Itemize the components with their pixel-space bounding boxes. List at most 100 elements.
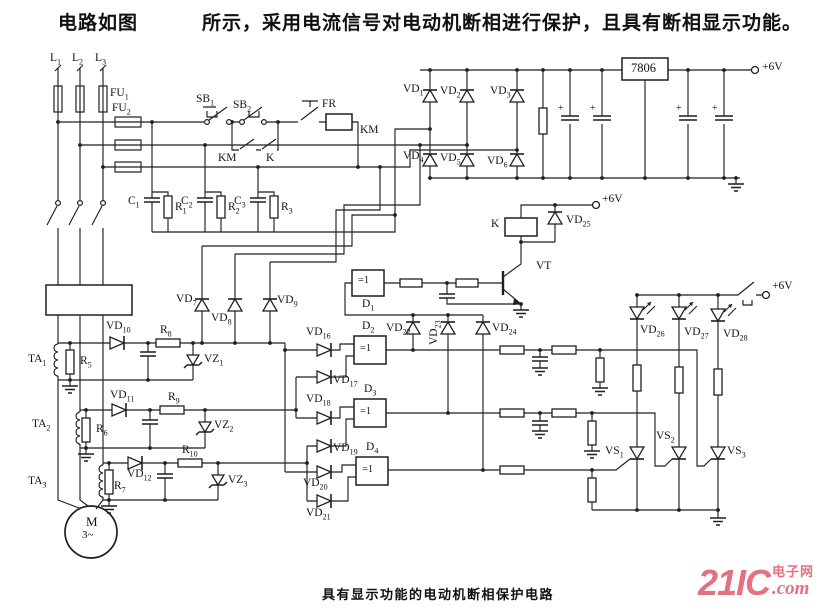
label-vd4: VD4 — [403, 150, 424, 165]
resistor — [587, 477, 597, 503]
resistor — [399, 278, 423, 288]
diode-icon — [439, 320, 457, 335]
fuse — [53, 85, 63, 113]
label-r5: R5 — [80, 355, 92, 370]
led-arrowhead — [647, 302, 651, 306]
label-g4: =1 — [362, 464, 374, 475]
junction-dot — [722, 68, 726, 72]
led-arrowhead — [689, 302, 693, 306]
junction-dot — [519, 302, 523, 306]
diode-icon — [316, 439, 333, 453]
junction-dot — [233, 341, 237, 345]
resistor — [65, 349, 75, 375]
label-km-coil: KM — [360, 124, 379, 136]
capacitor — [144, 197, 160, 203]
label-r10: R10 — [182, 444, 198, 459]
junction-dot — [677, 508, 681, 512]
resistor — [551, 345, 577, 355]
contact-circle — [226, 118, 233, 125]
junction-dot — [148, 446, 152, 450]
label-vd19: VD19 — [333, 442, 358, 457]
fuse — [98, 85, 108, 113]
contact-circle — [99, 200, 106, 207]
label-vd17: VD17 — [333, 374, 358, 389]
description-text: 电路如图 所示，采用电流信号对电动机断相进行保护，且具有断相显示功能。 — [58, 8, 802, 35]
label-g2: =1 — [360, 343, 372, 354]
capacitor — [532, 420, 548, 426]
junction-dot — [191, 341, 195, 345]
zener-icon — [210, 474, 226, 487]
capacitor — [561, 115, 579, 121]
junction-dot — [294, 408, 298, 412]
led-icon — [628, 306, 646, 321]
ground-icon — [710, 517, 726, 526]
watermark-site-name: 电子网 — [771, 564, 814, 579]
zener-icon — [197, 421, 213, 434]
junction-dot — [203, 143, 207, 147]
junction-dot — [56, 120, 60, 124]
junction-dot — [107, 498, 111, 502]
figure-caption: 具有显示功能的电动机断相保护电路 — [322, 587, 555, 602]
junction-dot — [146, 378, 150, 382]
thermal-overload-box — [45, 284, 133, 316]
label-vs3: VS3 — [727, 445, 746, 460]
label-u7806: 7806 — [631, 61, 656, 75]
label-vd10: VD10 — [106, 320, 131, 335]
junction-dot — [600, 176, 604, 180]
junction-dot — [428, 68, 432, 72]
junction-dot — [541, 176, 545, 180]
label-vs1: VS1 — [605, 445, 624, 460]
gate-d1 — [351, 269, 385, 297]
junction-dot — [677, 293, 681, 297]
diode-icon — [421, 88, 439, 103]
label-vd8: VD8 — [211, 312, 232, 327]
capacitor — [142, 419, 158, 425]
capacitor — [715, 115, 733, 121]
label-vd28: VD28 — [723, 328, 748, 343]
junction-dot — [465, 68, 469, 72]
label-sb2: SB2 — [233, 99, 252, 114]
zener-bar — [208, 481, 228, 489]
label-ta2: TA2 — [32, 418, 51, 433]
label-vz1: VZ1 — [204, 353, 224, 368]
resistor — [155, 338, 181, 348]
led-icon — [670, 306, 688, 321]
description-prefix: 电路如图 — [58, 13, 139, 34]
diode-icon — [474, 320, 492, 335]
ground-icon — [532, 430, 548, 439]
gate-d3 — [353, 398, 387, 428]
label-vd3: VD3 — [490, 85, 511, 100]
diode-icon — [458, 152, 476, 167]
zener-bar — [183, 361, 203, 369]
diode-icon — [458, 88, 476, 103]
diode-icon — [109, 336, 126, 350]
junction-dot — [276, 120, 280, 124]
junction-dot — [418, 143, 422, 147]
junction-dot — [148, 408, 152, 412]
capacitor — [679, 115, 697, 121]
junction-dot — [78, 143, 82, 147]
label-vd1: VD1 — [403, 83, 424, 98]
diode-icon — [546, 210, 564, 225]
resistor — [455, 278, 479, 288]
junction-dot — [515, 176, 519, 180]
label-r8: R8 — [160, 324, 172, 339]
label-vd11: VD11 — [110, 389, 135, 404]
resistor — [104, 469, 114, 495]
label-r2: R2 — [228, 201, 240, 216]
description-body: 所示，采用电流信号对电动机断相进行保护，且具有断相显示功能。 — [202, 13, 803, 34]
diode-icon — [508, 152, 526, 167]
resistor — [499, 408, 525, 418]
label-vs2: VS2 — [656, 430, 675, 445]
junction-dot — [101, 165, 105, 169]
junction-dot — [446, 313, 450, 317]
label-km-aux: KM — [218, 152, 237, 164]
label-vt: VT — [536, 260, 552, 272]
junction-dot — [428, 127, 432, 131]
junction-dot — [519, 240, 523, 244]
diode-icon — [127, 456, 144, 470]
junction-dot — [722, 176, 726, 180]
label-plus3: + — [676, 103, 682, 114]
fuse — [114, 116, 142, 128]
